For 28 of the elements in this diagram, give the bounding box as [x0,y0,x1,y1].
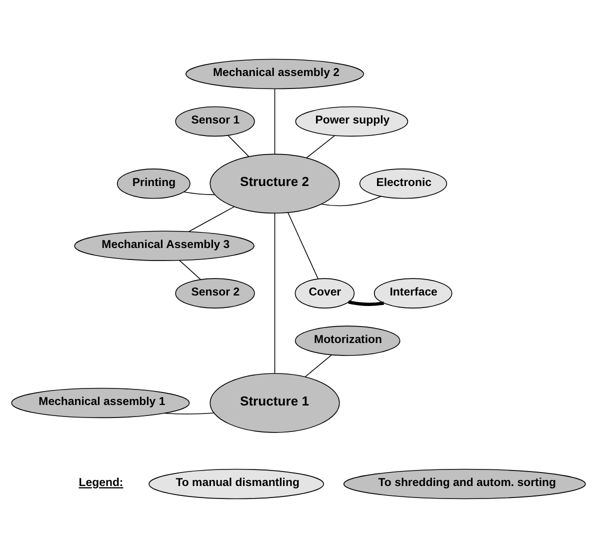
connector [188,206,235,232]
connector [306,135,336,158]
connector [274,212,276,374]
node-ellipse: Sensor 1 [175,106,255,137]
connector [274,88,276,154]
node-ellipse: Structure 1 [210,373,340,433]
connector [348,300,384,306]
connector [288,212,319,280]
node-ellipse: Mechanical assembly 1 [11,388,190,418]
node-ellipse: Structure 2 [210,154,340,214]
connector [183,192,216,196]
connector [179,260,201,280]
node-ellipse: Mechanical Assembly 3 [74,230,254,261]
connector [228,135,250,157]
label: Legend: [78,477,124,490]
connector [164,412,214,414]
connector [304,354,332,378]
node-ellipse: Power supply [295,106,408,137]
node-ellipse: Motorization [294,326,400,356]
legend-label: To shredding and autom. sorting [378,477,556,490]
node-ellipse: Electronic [359,168,448,199]
node-ellipse: Sensor 2 [175,278,255,308]
connector [321,196,382,206]
legend-label: To manual dismantling [176,477,300,490]
node-ellipse: Mechanical assembly 2 [186,58,364,90]
node-ellipse: Interface [374,278,452,308]
node-ellipse: Cover [294,278,355,308]
node-ellipse: Printing [116,168,190,199]
